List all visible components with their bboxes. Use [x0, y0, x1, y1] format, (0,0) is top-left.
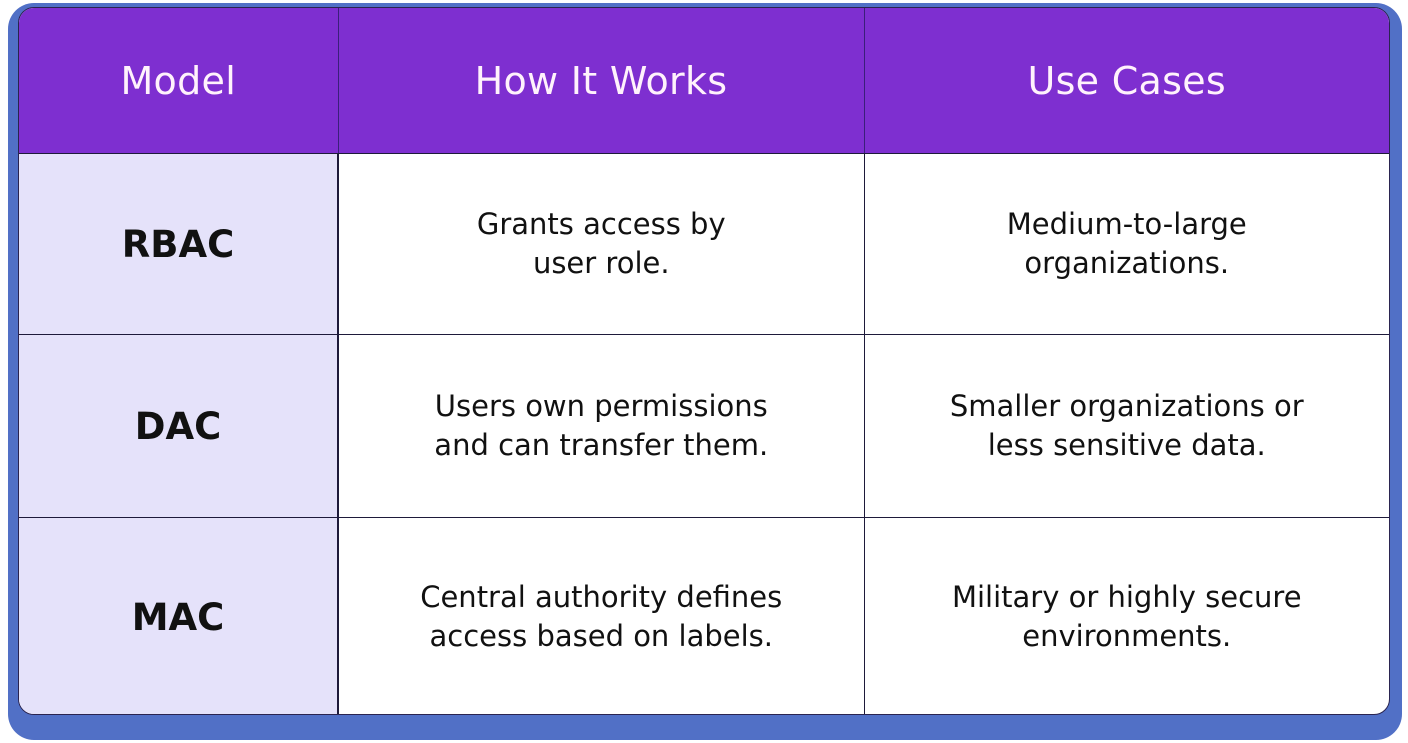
how-it-works-cell: Grants access by user role. [338, 153, 865, 335]
use-cases-text: Military or highly secure environments. [951, 580, 1302, 653]
how-it-works-cell: Users own permissions and can transfer t… [338, 334, 865, 518]
use-cases-cell: Smaller organizations or less sensitive … [864, 334, 1389, 518]
use-cases-text: Smaller organizations or less sensitive … [949, 389, 1304, 462]
header-model: Model [19, 8, 339, 154]
header-how-it-works: How It Works [338, 8, 865, 154]
use-cases-cell: Medium-to-large organizations. [864, 153, 1389, 335]
use-cases-text: Medium-to-large organizations. [1006, 207, 1247, 280]
model-cell: RBAC [19, 153, 339, 335]
how-it-works-cell: Central authority defines access based o… [338, 517, 865, 714]
how-it-works-text: Users own permissions and can transfer t… [434, 389, 769, 462]
header-row: Model How It Works Use Cases [19, 8, 1389, 154]
table-row: DAC Users own permissions and can transf… [19, 334, 1389, 518]
model-cell: MAC [19, 517, 339, 714]
header-use-cases: Use Cases [864, 8, 1389, 154]
access-control-models-table: Model How It Works Use Cases RBAC Grants… [18, 7, 1390, 715]
how-it-works-text: Grants access by user role. [476, 207, 726, 280]
use-cases-cell: Military or highly secure environments. [864, 518, 1389, 715]
model-cell: DAC [19, 334, 339, 518]
table-row: RBAC Grants access by user role. Medium-… [19, 153, 1389, 335]
table-row: MAC Central authority defines access bas… [19, 517, 1389, 715]
comparison-table: Model How It Works Use Cases RBAC Grants… [19, 8, 1389, 715]
how-it-works-text: Central authority defines access based o… [420, 580, 783, 653]
